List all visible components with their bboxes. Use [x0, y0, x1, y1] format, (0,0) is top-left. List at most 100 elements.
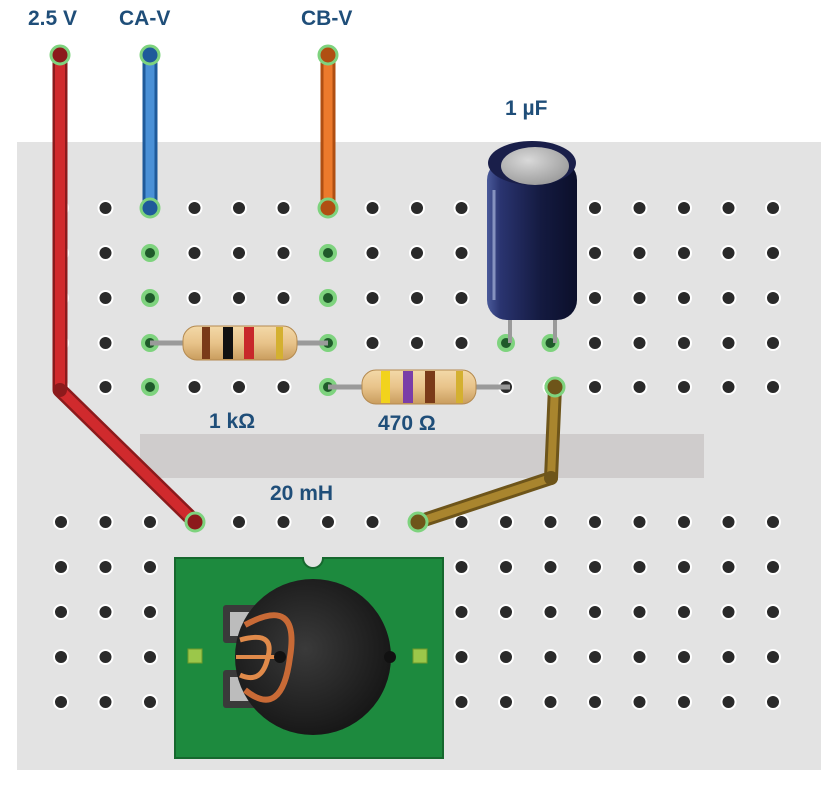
breadboard-hole[interactable] — [676, 649, 692, 665]
breadboard-hole[interactable] — [97, 559, 114, 575]
breadboard-hole[interactable] — [453, 694, 470, 710]
breadboard-hole[interactable] — [364, 514, 381, 530]
breadboard-hole[interactable] — [409, 245, 425, 261]
breadboard-hole[interactable] — [53, 604, 69, 620]
breadboard-hole[interactable] — [542, 694, 559, 710]
breadboard-hole[interactable] — [453, 649, 470, 665]
breadboard-hole[interactable] — [364, 200, 381, 216]
breadboard-hole[interactable] — [453, 200, 470, 216]
breadboard-hole[interactable] — [631, 649, 648, 665]
inductor-lead[interactable] — [407, 376, 566, 533]
resistor-470[interactable] — [328, 369, 510, 405]
breadboard-hole[interactable] — [676, 200, 692, 216]
breadboard-hole[interactable] — [498, 604, 514, 620]
breadboard-hole[interactable] — [453, 559, 470, 575]
breadboard-hole[interactable] — [186, 200, 203, 216]
breadboard-hole[interactable] — [676, 335, 692, 351]
breadboard-hole[interactable] — [319, 244, 337, 262]
breadboard-hole[interactable] — [186, 379, 203, 395]
breadboard-hole[interactable] — [53, 649, 69, 665]
breadboard-hole[interactable] — [364, 245, 381, 261]
breadboard-hole[interactable] — [231, 290, 247, 306]
breadboard-hole[interactable] — [453, 290, 470, 306]
breadboard-hole[interactable] — [676, 379, 692, 395]
breadboard-hole[interactable] — [97, 649, 114, 665]
breadboard-hole[interactable] — [186, 290, 203, 306]
breadboard-hole[interactable] — [676, 245, 692, 261]
breadboard-hole[interactable] — [631, 559, 648, 575]
breadboard-hole[interactable] — [676, 604, 692, 620]
breadboard-hole[interactable] — [275, 200, 292, 216]
breadboard-hole[interactable] — [676, 694, 692, 710]
breadboard-hole[interactable] — [587, 200, 603, 216]
breadboard-hole[interactable] — [765, 335, 781, 351]
breadboard-hole[interactable] — [676, 514, 692, 530]
breadboard-hole[interactable] — [720, 200, 737, 216]
breadboard-hole[interactable] — [631, 604, 648, 620]
breadboard-hole[interactable] — [720, 559, 737, 575]
breadboard-hole[interactable] — [587, 379, 603, 395]
breadboard-hole[interactable] — [720, 290, 737, 306]
breadboard-hole[interactable] — [141, 378, 159, 396]
breadboard-hole[interactable] — [587, 335, 603, 351]
breadboard-hole[interactable] — [142, 694, 158, 710]
breadboard-hole[interactable] — [587, 694, 603, 710]
breadboard-hole[interactable] — [97, 514, 114, 530]
breadboard-hole[interactable] — [631, 694, 648, 710]
breadboard-hole[interactable] — [53, 559, 69, 575]
breadboard-hole[interactable] — [97, 335, 114, 351]
supply-wire[interactable] — [49, 44, 206, 533]
breadboard-hole[interactable] — [765, 604, 781, 620]
breadboard-hole[interactable] — [720, 604, 737, 620]
breadboard-hole[interactable] — [587, 604, 603, 620]
breadboard-hole[interactable] — [631, 290, 648, 306]
breadboard-hole[interactable] — [676, 290, 692, 306]
breadboard-hole[interactable] — [720, 514, 737, 530]
breadboard-hole[interactable] — [53, 514, 69, 530]
capacitor-1uf[interactable] — [487, 141, 577, 343]
breadboard-hole[interactable] — [231, 514, 247, 530]
breadboard-hole[interactable] — [453, 514, 470, 530]
breadboard-hole[interactable] — [275, 379, 292, 395]
breadboard-hole[interactable] — [453, 604, 470, 620]
breadboard-hole[interactable] — [587, 514, 603, 530]
breadboard-hole[interactable] — [720, 245, 737, 261]
breadboard-hole[interactable] — [453, 245, 470, 261]
breadboard-hole[interactable] — [631, 379, 648, 395]
breadboard-hole[interactable] — [542, 559, 559, 575]
breadboard-hole[interactable] — [53, 694, 69, 710]
breadboard-hole[interactable] — [498, 514, 514, 530]
inductor-module[interactable] — [174, 557, 444, 759]
breadboard-hole[interactable] — [364, 290, 381, 306]
breadboard-hole[interactable] — [141, 289, 159, 307]
breadboard-hole[interactable] — [231, 379, 247, 395]
breadboard-hole[interactable] — [142, 559, 158, 575]
breadboard-hole[interactable] — [542, 514, 559, 530]
breadboard-hole[interactable] — [631, 200, 648, 216]
breadboard-hole[interactable] — [275, 290, 292, 306]
breadboard-hole[interactable] — [319, 289, 337, 307]
breadboard-hole[interactable] — [765, 559, 781, 575]
breadboard-hole[interactable] — [542, 649, 559, 665]
breadboard-hole[interactable] — [186, 245, 203, 261]
breadboard-hole[interactable] — [498, 649, 514, 665]
breadboard-hole[interactable] — [231, 200, 247, 216]
breadboard-hole[interactable] — [765, 290, 781, 306]
breadboard-hole[interactable] — [631, 514, 648, 530]
resistor-1k[interactable] — [150, 325, 328, 361]
breadboard-hole[interactable] — [142, 604, 158, 620]
breadboard-hole[interactable] — [409, 335, 425, 351]
breadboard-hole[interactable] — [142, 649, 158, 665]
breadboard-hole[interactable] — [676, 559, 692, 575]
breadboard-hole[interactable] — [765, 514, 781, 530]
breadboard-hole[interactable] — [97, 694, 114, 710]
breadboard-hole[interactable] — [542, 604, 559, 620]
breadboard-hole[interactable] — [720, 379, 737, 395]
breadboard-hole[interactable] — [631, 335, 648, 351]
breadboard-hole[interactable] — [97, 604, 114, 620]
breadboard-hole[interactable] — [320, 514, 336, 530]
breadboard-hole[interactable] — [498, 559, 514, 575]
breadboard-hole[interactable] — [141, 244, 159, 262]
breadboard-hole[interactable] — [275, 514, 292, 530]
breadboard-hole[interactable] — [498, 694, 514, 710]
